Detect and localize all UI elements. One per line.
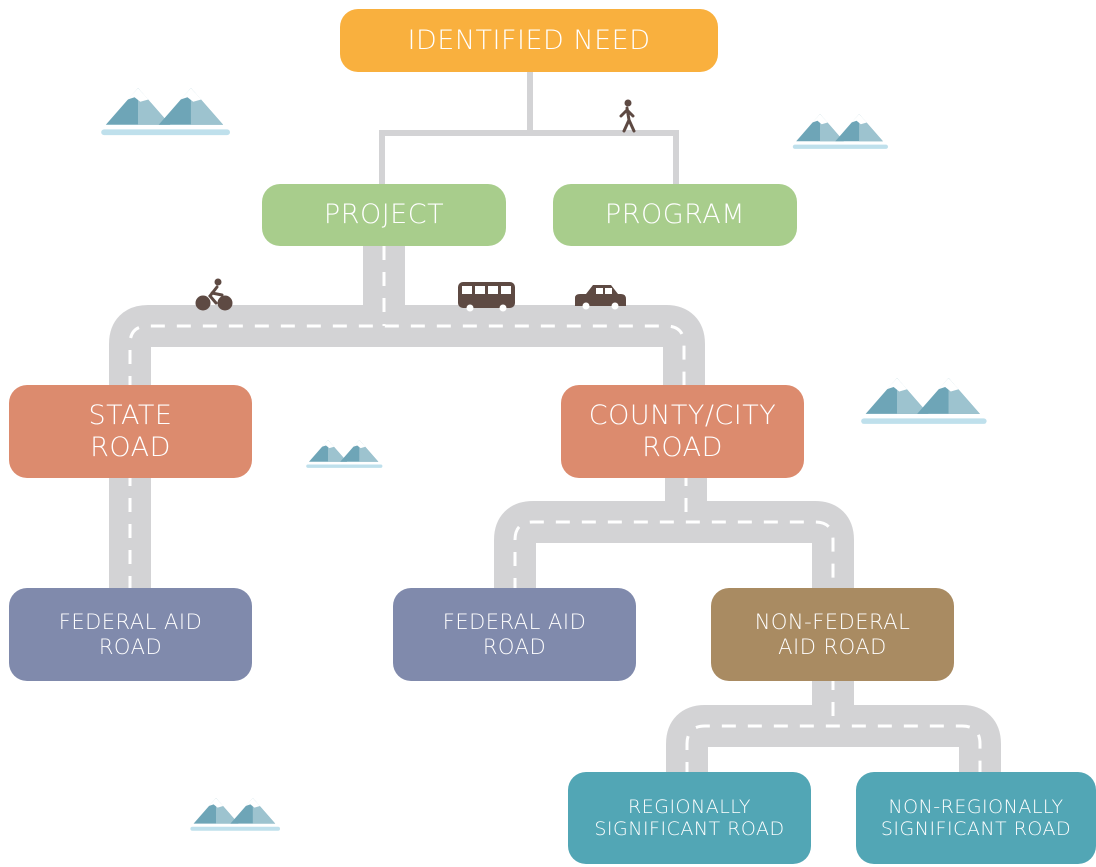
project-node: PROJECT: [262, 184, 506, 246]
node-label-line1: STATE: [88, 399, 173, 431]
node-label-line1: REGIONALLY: [628, 795, 751, 818]
federal-aid-road-node-state: FEDERAL AID ROAD: [9, 588, 252, 681]
node-label: PROJECT: [323, 199, 445, 231]
node-label-line2: SIGNIFICANT ROAD: [880, 818, 1072, 840]
node-label-line1: NON-REGIONALLY: [888, 795, 1064, 818]
node-label-line1: NON-FEDERAL: [754, 609, 911, 634]
node-label: PROGRAM: [604, 199, 746, 231]
need-connector: [379, 70, 679, 186]
node-label-line2: ROAD: [642, 431, 723, 463]
node-label-line1: FEDERAL AID: [442, 609, 587, 634]
pedestrian-icon: [619, 99, 636, 133]
county-city-road-node: COUNTY/CITY ROAD: [561, 385, 804, 478]
mountains-icon: [861, 378, 986, 424]
program-node: PROGRAM: [553, 184, 797, 246]
node-label-line1: COUNTY/CITY: [588, 399, 777, 431]
car-icon: [575, 285, 626, 310]
identified-need-node: IDENTIFIED NEED: [340, 9, 718, 72]
roads: [109, 70, 1001, 776]
bicycle-icon: [195, 278, 233, 311]
bus-icon: [458, 282, 515, 312]
non-regionally-significant-road-node: NON-REGIONALLY SIGNIFICANT ROAD: [856, 772, 1096, 864]
regionally-significant-road-node: REGIONALLY SIGNIFICANT ROAD: [568, 772, 811, 864]
non-federal-aid-road-node: NON-FEDERAL AID ROAD: [711, 588, 954, 681]
node-label-line1: FEDERAL AID: [58, 609, 203, 634]
road-project-split: [109, 246, 705, 390]
road-nonfederal-split: [666, 676, 1001, 776]
node-label: IDENTIFIED NEED: [407, 24, 651, 56]
road-county-split: [494, 472, 854, 592]
mountains-icon: [101, 88, 230, 135]
node-label-line2: SIGNIFICANT ROAD: [594, 818, 785, 840]
node-label-line2: AID ROAD: [778, 634, 887, 659]
mountains-icon: [190, 798, 280, 831]
mountains-icon: [793, 114, 888, 149]
node-label-line2: ROAD: [98, 634, 163, 659]
state-road-node: STATE ROAD: [9, 385, 252, 478]
node-label-line2: ROAD: [482, 634, 547, 659]
federal-aid-road-node-county: FEDERAL AID ROAD: [393, 588, 636, 681]
mountains-icon: [306, 440, 382, 468]
node-label-line2: ROAD: [90, 431, 171, 463]
